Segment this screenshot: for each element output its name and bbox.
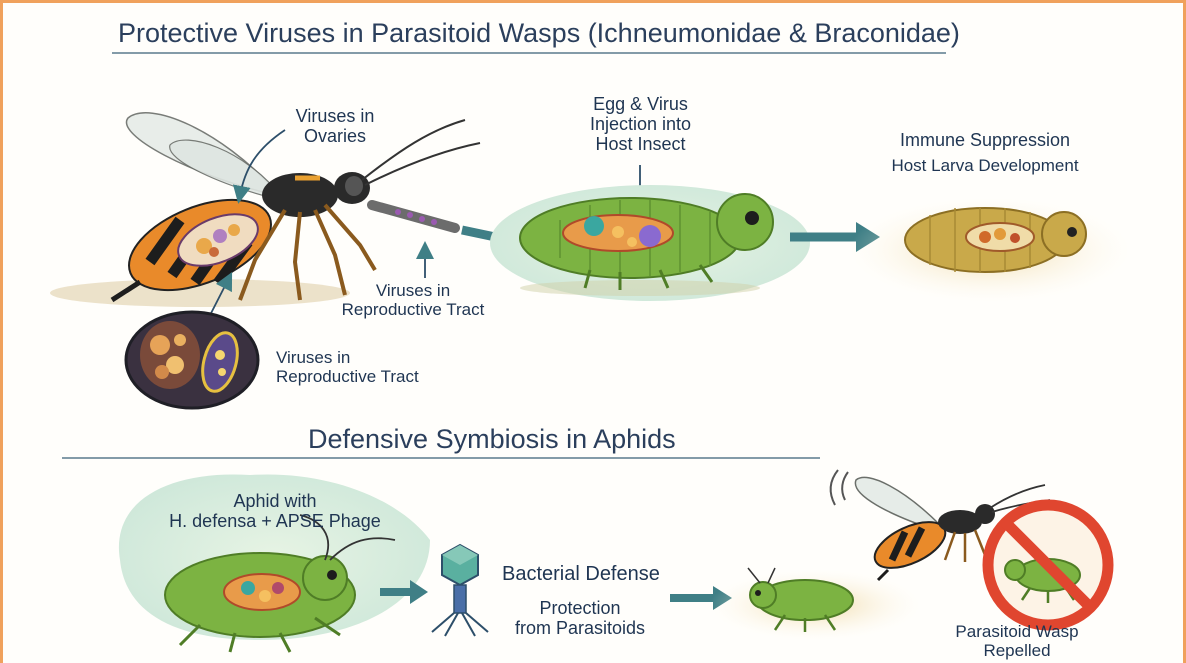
label-aphid-with-symbionts: Aphid with H. defensa + APSE Phage — [160, 491, 390, 531]
label-aphid-line1: Aphid with — [160, 491, 390, 511]
label-aphid-line2: H. defensa + APSE Phage — [160, 511, 390, 531]
host-larva-illustration — [850, 198, 1130, 302]
label-repro-b-line1: Viruses in — [276, 348, 419, 367]
label-immune-line2: Host Larva Development — [890, 156, 1080, 175]
label-bacterial-defense: Bacterial Defense — [502, 563, 660, 585]
label-egg-line1: Egg & Virus — [568, 94, 713, 114]
label-repro-tract-b: Viruses in Reproductive Tract — [276, 348, 419, 386]
label-immune-suppression: Immune Suppression Host Larva Developmen… — [890, 130, 1080, 175]
label-egg-line3: Host Insect — [568, 134, 713, 154]
host-insect-illustration — [490, 185, 810, 301]
page-title: Protective Viruses in Parasitoid Wasps (… — [118, 18, 960, 48]
phage-icon — [432, 545, 488, 636]
repelled-sign-icon — [988, 505, 1108, 625]
label-immune-line1: Immune Suppression — [890, 130, 1080, 150]
arrow-to-phage-head — [410, 580, 428, 604]
label-viruses-ovaries: Viruses in Ovaries — [285, 106, 385, 146]
label-repro-tract-a: Viruses in Reproductive Tract — [338, 281, 488, 319]
label-viruses-ovaries-line2: Ovaries — [285, 126, 385, 146]
label-repro-a-line2: Reproductive Tract — [338, 300, 488, 319]
section2-title: Defensive Symbiosis in Aphids — [308, 424, 676, 454]
protected-aphid-illustration — [710, 568, 920, 640]
label-repro-a-line1: Viruses in — [338, 281, 488, 300]
label-egg-injection: Egg & Virus Injection into Host Insect — [568, 94, 713, 154]
label-wasp-repelled: Parasitoid Wasp Repelled — [942, 622, 1092, 660]
label-protection: Protection from Parasitoids — [505, 598, 655, 638]
label-protection-line1: Protection — [505, 598, 655, 618]
wasp-illustration — [50, 113, 480, 309]
label-viruses-ovaries-line1: Viruses in — [285, 106, 385, 126]
label-repro-b-line2: Reproductive Tract — [276, 367, 419, 386]
label-wasp-repelled-line2: Repelled — [942, 641, 1092, 660]
label-egg-line2: Injection into — [568, 114, 713, 134]
label-wasp-repelled-line1: Parasitoid Wasp — [942, 622, 1092, 641]
label-protection-line2: from Parasitoids — [505, 618, 655, 638]
reproductive-tract-inset — [126, 312, 258, 408]
